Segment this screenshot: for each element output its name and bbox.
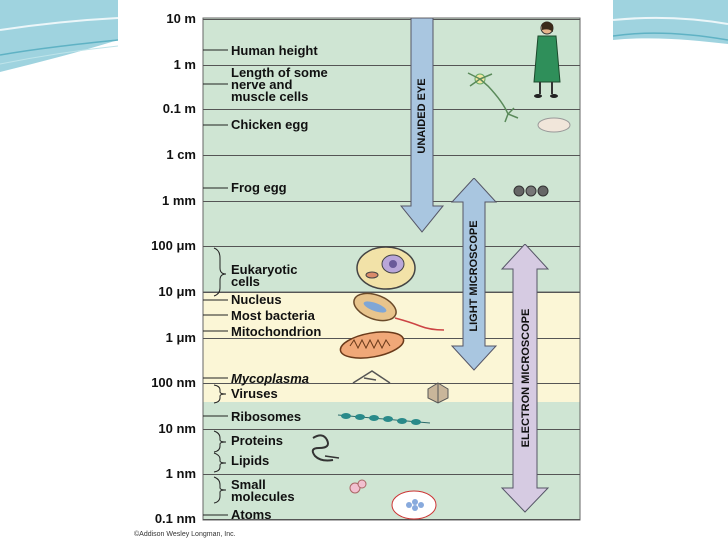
virus-icon: [427, 382, 449, 404]
label-nerve-line2: nerve and: [231, 77, 293, 92]
scale-label: 0.1 nm: [154, 511, 196, 526]
scale-line: [203, 246, 580, 247]
scale-line: [203, 474, 580, 475]
scale-label: 1 cm: [166, 147, 196, 162]
mitochondrion-icon: [339, 331, 405, 359]
small-molecule-icon: [349, 479, 367, 494]
label-ribosomes: Ribosomes: [231, 409, 302, 424]
label-atoms: Atoms: [231, 507, 272, 522]
scale-line: [203, 429, 580, 430]
scale-label: 0.1 m: [162, 101, 196, 116]
scale-label: 10 μm: [158, 284, 196, 299]
scale-label: 10 m: [166, 11, 196, 26]
label-human-height: Human height: [231, 43, 318, 58]
scale-line: [203, 519, 580, 520]
eukaryotic-cell-icon: [356, 246, 416, 290]
label-most-bacteria: Most bacteria: [231, 308, 315, 323]
scale-label: 100 nm: [151, 375, 196, 390]
scale-line: [203, 383, 580, 384]
atom-icon: [391, 490, 437, 520]
unaided-eye-label: UNAIDED EYE: [416, 78, 428, 154]
item-brackets: [203, 49, 228, 516]
light-microscope-arrow: [450, 178, 498, 371]
scale-line: [203, 65, 580, 66]
unaided-eye-arrow: [400, 18, 445, 233]
electron-microscope-label: ELECTRON MICROSCOPE: [520, 308, 532, 448]
label-nerve-line3: muscle cells: [231, 89, 309, 104]
label-chicken-egg: Chicken egg: [231, 117, 309, 132]
label-mycoplasma: Mycoplasma: [231, 371, 310, 386]
label-small-molecules-line1: Small: [231, 477, 266, 492]
scale-label: 1 nm: [165, 466, 196, 481]
scale-line: [203, 201, 580, 202]
scale-label: 1 μm: [165, 330, 196, 345]
label-viruses: Viruses: [231, 386, 278, 401]
human-figure-icon: [533, 21, 561, 98]
protein-lipid-icon: [311, 434, 340, 462]
slide-margin-right: [612, 0, 728, 546]
scale-label: 100 μm: [151, 238, 196, 253]
scale-label: 10 nm: [158, 421, 196, 436]
label-small-molecules-line2: molecules: [231, 489, 295, 504]
bacterium-icon: [353, 292, 445, 331]
decorative-swoosh-left: [0, 0, 119, 72]
chicken-egg-icon: [537, 117, 571, 133]
scale-label: 1 m: [173, 57, 196, 72]
nerve-cell-icon: [467, 72, 519, 123]
mycoplasma-icon: [352, 370, 391, 384]
scale-line: [203, 155, 580, 156]
scale-label: 1 mm: [162, 193, 196, 208]
light-microscope-label: LIGHT MICROSCOPE: [468, 220, 480, 332]
ribosomes-chain-icon: [337, 413, 431, 425]
label-eukaryotic-line2: cells: [231, 274, 260, 289]
slide-margin-left: [0, 0, 119, 546]
label-nerve-line1: Length of some: [231, 65, 328, 80]
frog-eggs-icon: [513, 185, 549, 197]
scale-line: [203, 292, 580, 293]
label-eukaryotic-line1: Eukaryotic: [231, 262, 298, 277]
electron-microscope-arrow: [500, 244, 550, 513]
scale-line: [203, 19, 580, 20]
decorative-swoosh-right: [612, 0, 728, 44]
label-lipids: Lipids: [231, 453, 270, 468]
label-nucleus: Nucleus: [231, 292, 282, 307]
label-frog-egg: Frog egg: [231, 180, 287, 195]
label-proteins: Proteins: [231, 433, 284, 448]
label-mitochondrion: Mitochondrion: [231, 324, 322, 339]
scale-line: [203, 109, 580, 110]
copyright-text: ©Addison Wesley Longman, Inc.: [134, 531, 236, 538]
